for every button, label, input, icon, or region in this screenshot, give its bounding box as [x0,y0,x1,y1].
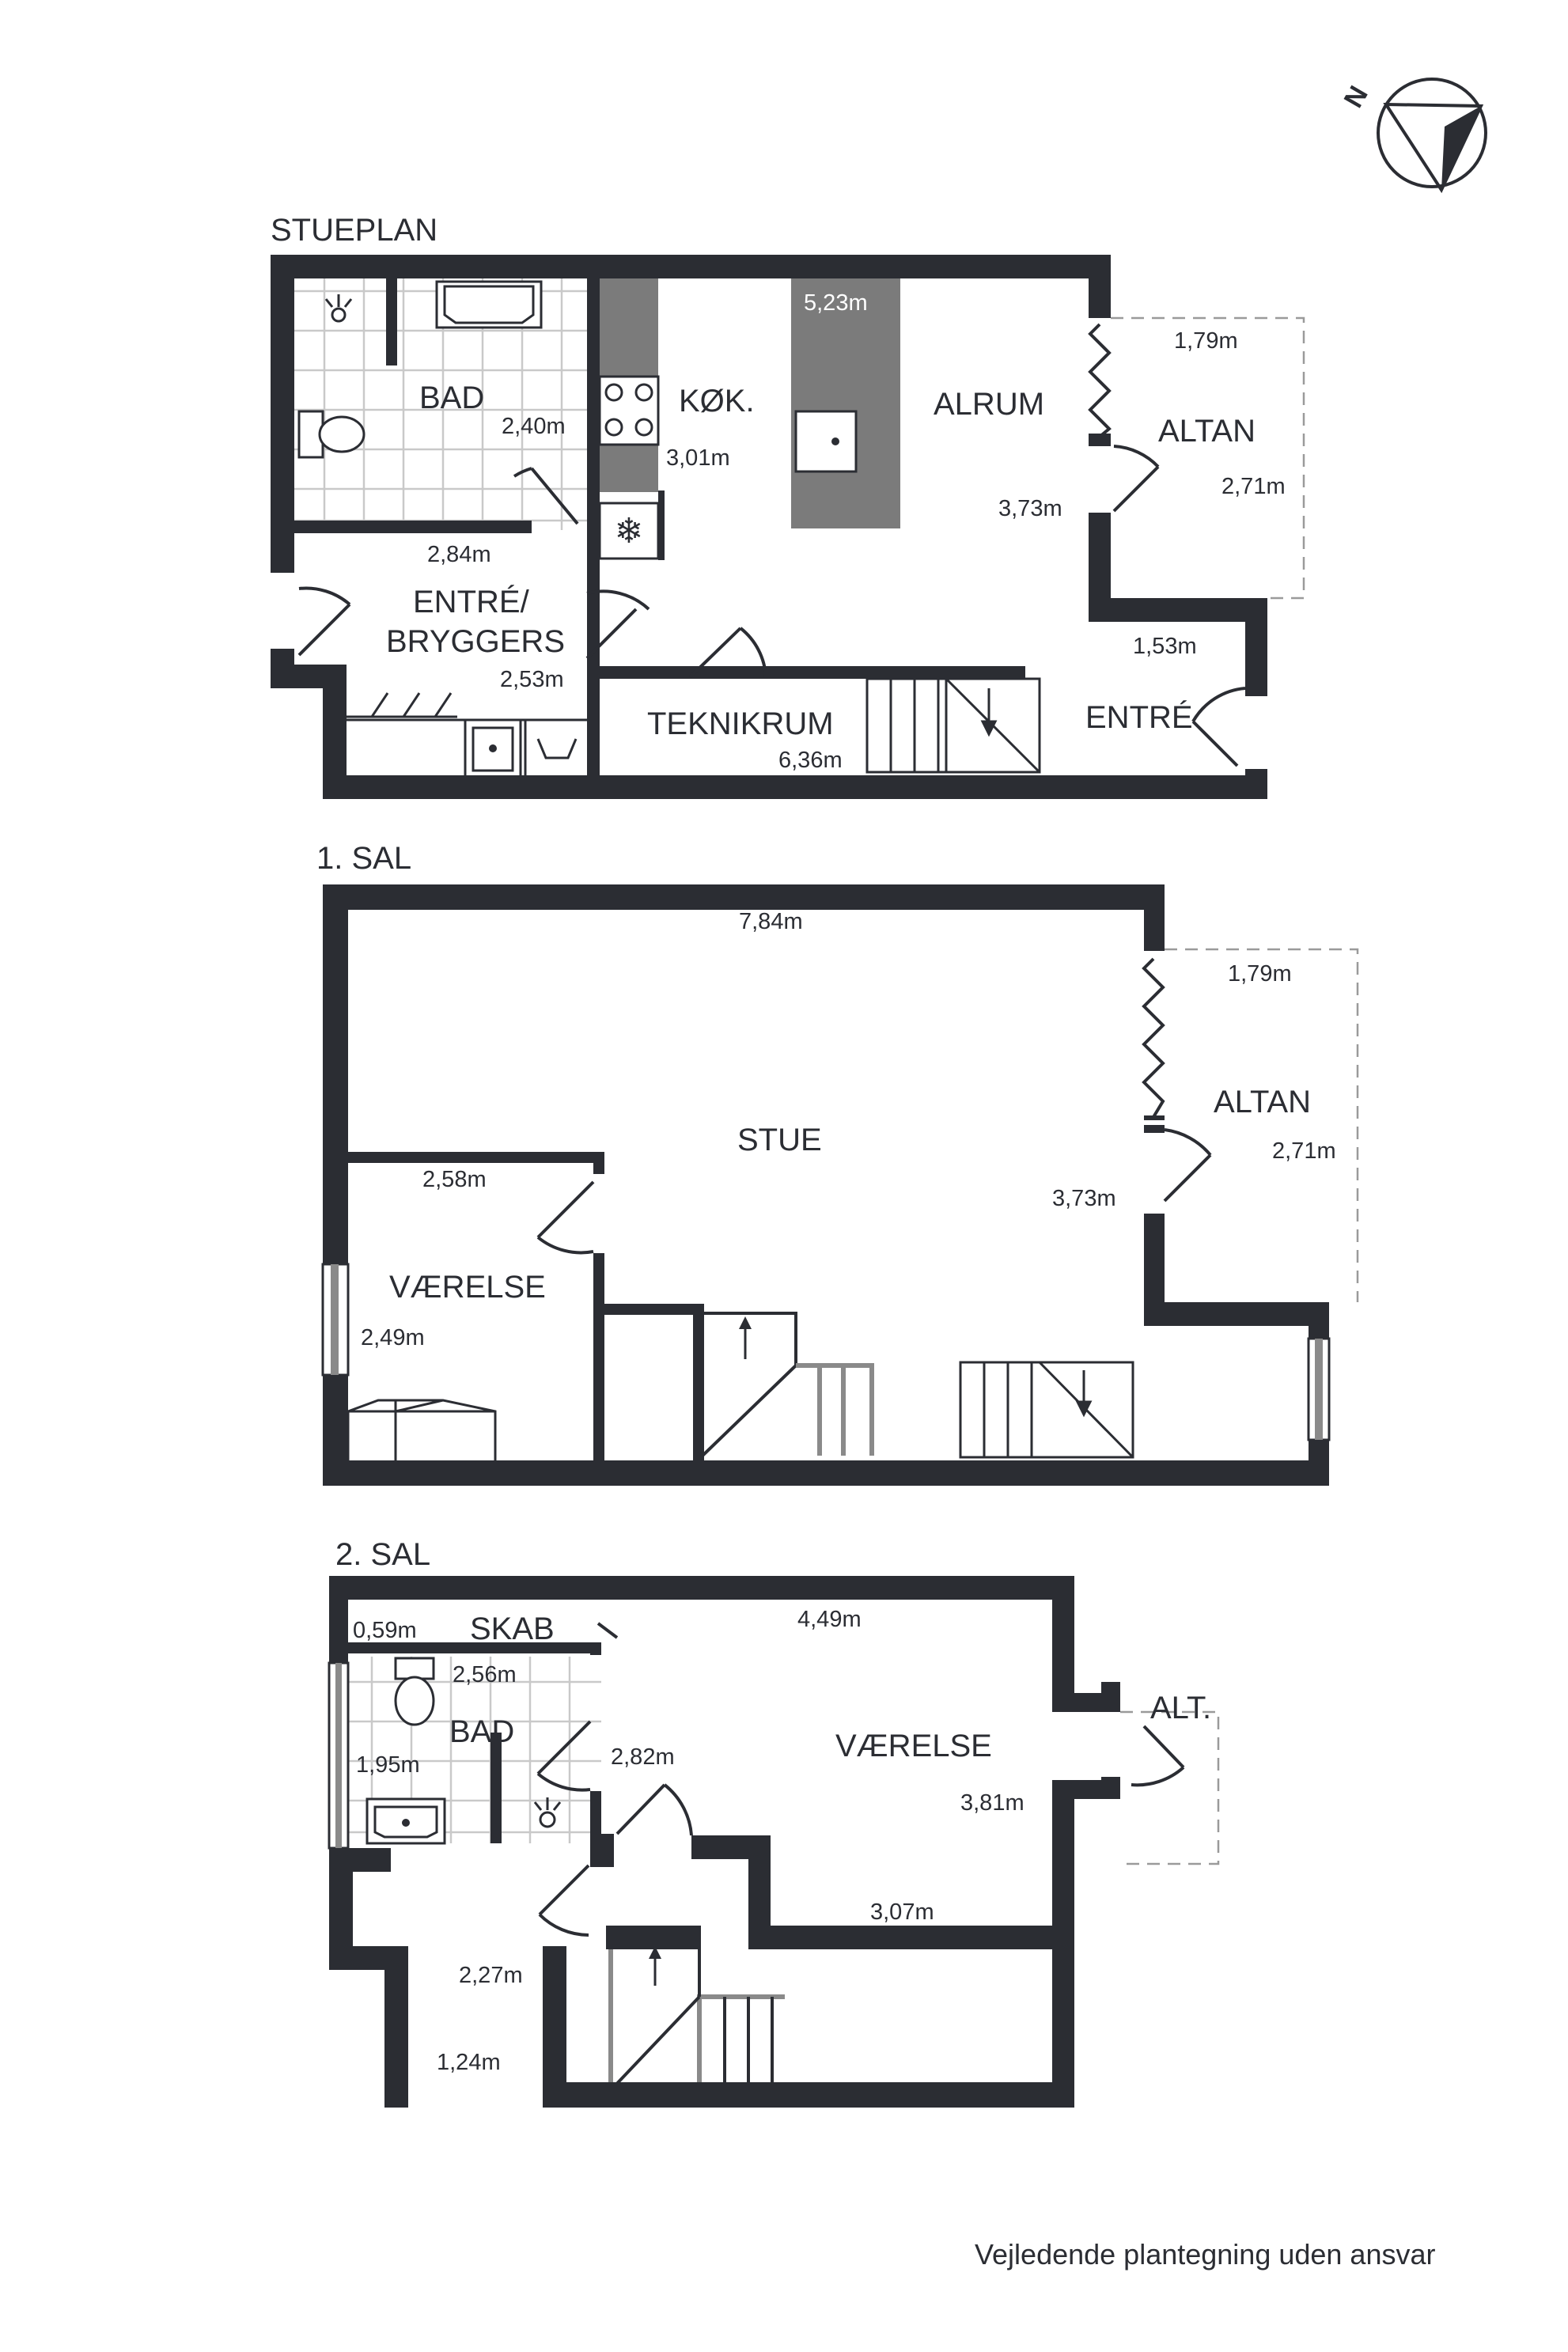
ground-entre-dim: 1,53m [1133,634,1197,659]
ground-bad-dim: 2,40m [502,414,566,439]
ground-bad-label: BAD [419,381,484,415]
ground-entre-bryggers-label-1: ENTRÉ/ [413,584,530,619]
ground-island-dim: 5,23m [804,290,868,316]
first-altan-h-dim: 2,71m [1272,1138,1336,1164]
first-floor: 1. SAL [316,841,1359,1486]
second-vaerelse-bottom-dim: 3,07m [870,1899,934,1925]
second-vaerelse-h-dim: 3,81m [960,1790,1025,1816]
first-stue-w-dim: 7,84m [739,909,803,934]
ground-entre-bryggers-dim: 2,53m [500,667,564,692]
first-stairs-down [959,1361,1134,1459]
first-walls [323,884,1329,1486]
second-bad-label: BAD [449,1714,514,1749]
first-stue-h-dim: 3,73m [1052,1186,1116,1211]
first-balcony-outline [1165,948,1359,1302]
ground-toilet-icon [297,410,365,459]
second-floor-title: 2. SAL [335,1537,430,1572]
ground-teknikrum-label: TEKNIKRUM [647,706,834,741]
shower-icon [324,294,353,323]
ground-bath-sink-icon [435,280,543,329]
ground-alrum-dim: 3,73m [998,496,1062,521]
first-vaerelse-w-dim: 2,58m [422,1167,487,1192]
second-bad-w-dim: 2,56m [453,1662,517,1687]
ground-bad-w-dim: 2,84m [427,542,491,567]
second-floor: 2. SAL [328,1537,1220,2108]
second-vaerelse-w-dim: 4,49m [797,1607,862,1632]
second-vaerelse-label: VÆRELSE [835,1729,992,1763]
snowflake-icon: ❄ [615,511,644,551]
first-floor-title: 1. SAL [316,841,411,876]
first-doors [536,1128,1212,1255]
second-doors [536,1622,1185,1937]
disclaimer-text: Vejledende plantegning uden ansvar [975,2238,1436,2271]
second-stairs [608,1946,785,2093]
island-sink [794,410,858,473]
first-altan-w-dim: 1,79m [1228,961,1292,987]
second-landing-h-dim: 2,27m [459,1963,523,1988]
first-stue-label: STUE [737,1123,822,1157]
first-stairs-up [701,1312,874,1457]
utility-sink-icon [464,718,522,780]
first-wardrobe [347,1399,497,1460]
ground-entre-label: ENTRÉ [1085,699,1193,735]
north-compass-icon: N [1339,78,1487,194]
first-vaerelse-label: VÆRELSE [389,1270,546,1305]
ground-altan-w-dim: 1,79m [1174,328,1238,354]
second-hall-dim: 2,82m [611,1744,675,1770]
second-balcony-outline [1120,1710,1220,1865]
washing-machine-icon [524,718,590,780]
ground-teknikrum-dim: 6,36m [778,748,843,773]
ground-balcony-outline [1111,316,1305,600]
ground-stairs [865,677,1041,774]
ground-floor: STUEPLAN ❄ [271,213,1305,799]
second-skab-dim: 0,59m [353,1618,417,1643]
second-alt-label: ALT. [1150,1691,1211,1725]
ground-walls [271,255,1267,799]
north-label: N [1339,81,1374,112]
stove-burners-icon [604,383,653,437]
bryggers-hatching [347,692,457,718]
ground-doors [297,445,1246,767]
second-toilet-icon [394,1657,435,1726]
second-skab-label: SKAB [470,1612,555,1646]
ground-altan-h-dim: 2,71m [1221,474,1286,499]
first-vaerelse-h-dim: 2,49m [361,1325,425,1350]
ground-kok-dim: 3,01m [666,445,730,471]
ground-floor-title: STUEPLAN [271,213,437,248]
first-folding-door [1142,957,1165,1119]
ground-folding-door [1088,323,1112,438]
first-altan-label: ALTAN [1214,1085,1311,1119]
ground-kok-label: KØK. [679,384,755,419]
second-bath-sink-icon [365,1797,446,1845]
ground-alrum-label: ALRUM [934,387,1044,422]
second-walls [329,1576,1120,2108]
second-landing-w-dim: 1,24m [437,2050,501,2075]
second-bad-h-dim: 1,95m [356,1752,420,1778]
ground-altan-label: ALTAN [1158,414,1256,449]
ground-entre-bryggers-label-2: BRYGGERS [386,624,565,659]
kitchen-island [791,278,900,528]
second-shower-icon [533,1797,562,1828]
